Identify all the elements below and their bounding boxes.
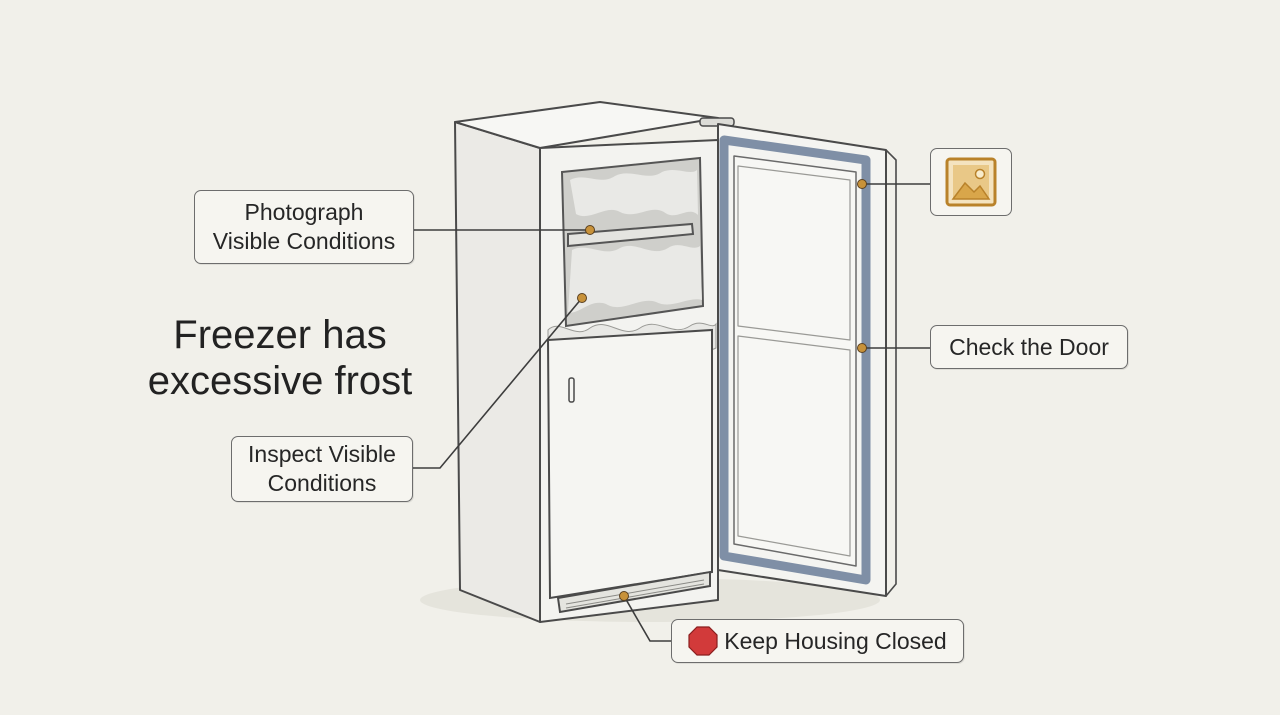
leader-housing [623,595,671,642]
open-door [717,123,897,597]
callout-keep-housing-closed[interactable]: Keep Housing Closed [671,619,964,663]
dot-frost [577,293,587,303]
callout-photograph-line-1: Photograph [244,199,364,225]
callout-photograph-line-2: Visible Conditions [212,228,396,254]
callout-inspect-visible-conditions[interactable]: Inspect Visible Conditions [231,436,413,502]
dot-gasket-top [857,179,867,189]
connector-dots [577,179,867,601]
leader-inspect [413,297,583,469]
title-line-2: excessive frost [147,359,413,403]
image-badge[interactable] [930,148,1012,216]
page-title: Freezer has excessive frost [130,312,430,404]
callout-check-the-door[interactable]: Check the Door [930,325,1128,369]
dot-housing [619,591,629,601]
callout-inspect-line-1: Inspect Visible [248,441,396,467]
dot-shelf [585,225,595,235]
callout-photograph-visible-conditions[interactable]: Photograph Visible Conditions [194,190,414,264]
image-icon [945,157,997,207]
title-line-1: Freezer has [173,313,387,357]
bottom-housing [556,570,711,614]
callout-door-label: Check the Door [949,333,1109,360]
stop-icon [688,626,718,656]
callout-inspect-line-2: Conditions [267,470,377,496]
dot-gasket-mid [857,343,867,353]
callout-housing-label: Keep Housing Closed [724,627,947,654]
leader-lines [413,183,930,642]
lower-panel [546,328,713,600]
